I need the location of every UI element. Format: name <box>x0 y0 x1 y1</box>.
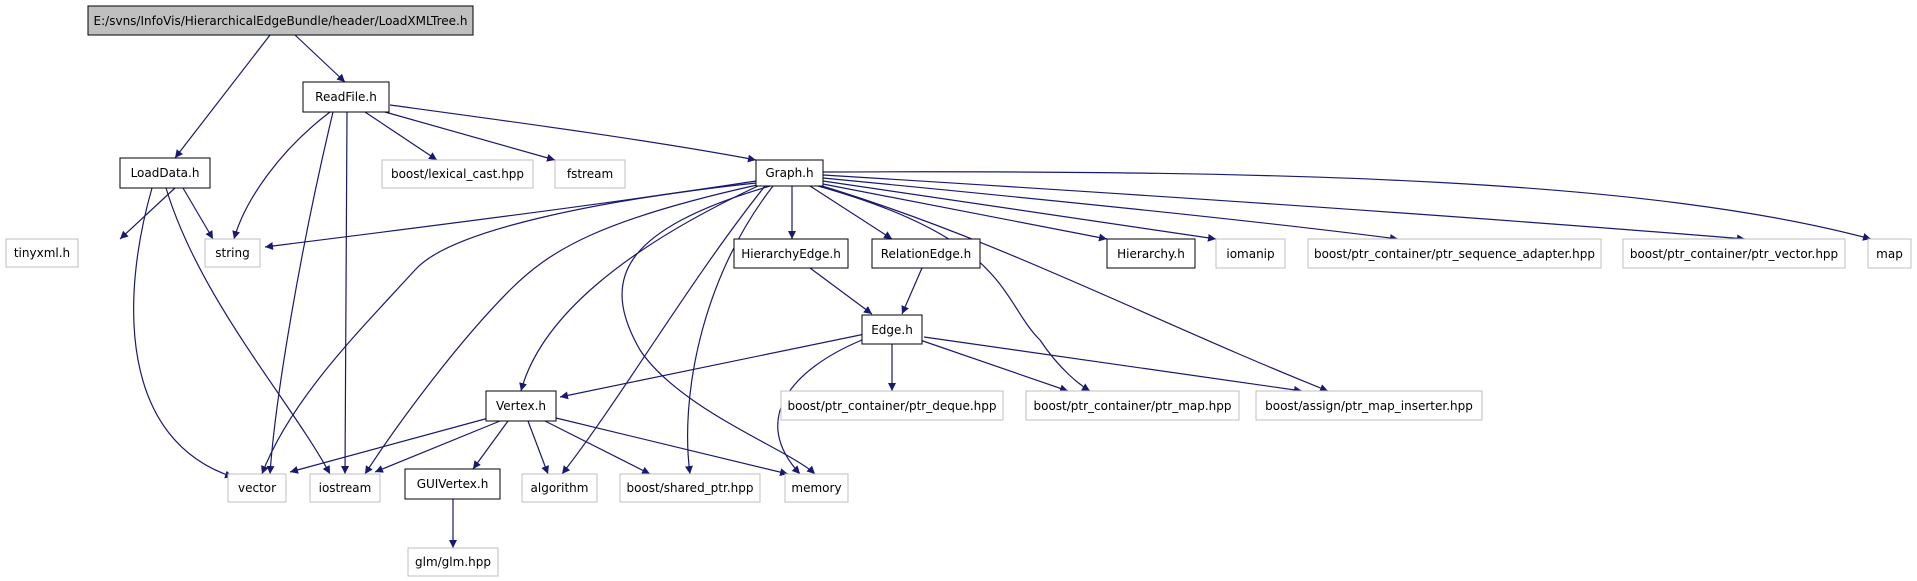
node-readfile[interactable]: ReadFile.h <box>302 81 390 113</box>
edge-graph-sharedptr <box>684 185 774 475</box>
edge-edge-ptrmapins <box>923 336 1303 394</box>
node-sharedptr-label: boost/shared_ptr.hpp <box>627 481 754 495</box>
node-ptrvector[interactable]: boost/ptr_container/ptr_vector.hpp <box>1622 238 1846 269</box>
node-ptrmap[interactable]: boost/ptr_container/ptr_map.hpp <box>1025 390 1240 421</box>
edge-graph-ptrmap <box>817 185 1091 392</box>
edge-edge-ptrmap <box>919 339 1069 393</box>
node-sharedptr[interactable]: boost/shared_ptr.hpp <box>619 473 761 503</box>
node-tinyxml-label: tinyxml.h <box>14 246 70 260</box>
edge-relationedge-edge <box>901 267 923 315</box>
node-readfile-label: ReadFile.h <box>315 90 377 104</box>
edge-graph-algorithm <box>561 185 766 475</box>
node-lexical[interactable]: boost/lexical_cast.hpp <box>381 159 534 189</box>
node-edge[interactable]: Edge.h <box>861 314 923 345</box>
node-ptrmap-label: boost/ptr_container/ptr_map.hpp <box>1033 399 1231 413</box>
node-relationedge-label: RelationEdge.h <box>881 247 971 261</box>
edge-graph-map <box>822 171 1872 241</box>
edge-graph-string <box>264 180 757 250</box>
node-vertex-label: Vertex.h <box>496 399 546 413</box>
node-string[interactable]: string <box>204 238 261 268</box>
edge-graph-iostream <box>364 184 758 475</box>
edge-loaddata-string <box>182 187 214 240</box>
node-relationedge[interactable]: RelationEdge.h <box>871 238 981 269</box>
edge-readfile-lexical <box>364 111 438 161</box>
edge-readfile-graph <box>389 104 757 163</box>
node-root[interactable]: E:/svns/InfoVis/HierarchicalEdgeBundle/h… <box>87 5 474 36</box>
node-map[interactable]: map <box>1867 238 1912 269</box>
node-iomanip[interactable]: iomanip <box>1215 238 1286 269</box>
node-vector-label: vector <box>238 481 276 495</box>
node-ptrvector-label: boost/ptr_container/ptr_vector.hpp <box>1630 247 1838 261</box>
edge-graph-iomanip <box>822 180 1217 242</box>
node-lexical-label: boost/lexical_cast.hpp <box>391 167 524 181</box>
node-memory-label: memory <box>791 481 841 495</box>
edge-graph-vector <box>261 182 757 475</box>
node-ptrseq-label: boost/ptr_container/ptr_sequence_adapter… <box>1314 247 1595 261</box>
edge-graph-ptrmapins <box>821 185 1329 392</box>
node-string-label: string <box>215 246 249 260</box>
node-memory[interactable]: memory <box>784 473 849 503</box>
edge-vertex-vector <box>289 415 497 474</box>
edge-graph-ptrseq <box>822 177 1399 242</box>
edge-graph-memory <box>621 185 816 475</box>
node-hierarchyedge[interactable]: HierarchyEdge.h <box>733 238 849 269</box>
node-loaddata-label: LoadData.h <box>131 166 200 180</box>
node-guivertex-label: GUIVertex.h <box>417 477 489 491</box>
node-tinyxml[interactable]: tinyxml.h <box>5 238 79 268</box>
edge-vertex-sharedptr <box>544 420 651 475</box>
node-vector[interactable]: vector <box>227 473 287 503</box>
node-fstream[interactable]: fstream <box>554 159 626 189</box>
node-ptrseq[interactable]: boost/ptr_container/ptr_sequence_adapter… <box>1307 238 1602 269</box>
node-ptrmapins-label: boost/assign/ptr_map_inserter.hpp <box>1265 399 1473 413</box>
node-root-label: E:/svns/InfoVis/HierarchicalEdgeBundle/h… <box>94 14 468 28</box>
node-graph[interactable]: Graph.h <box>755 159 824 187</box>
edge-root-readfile <box>294 34 346 83</box>
node-fstream-label: fstream <box>567 167 613 181</box>
edge-vertex-iostream <box>374 420 501 473</box>
edge-graph-ptrvector <box>822 174 1746 243</box>
node-loaddata[interactable]: LoadData.h <box>119 157 211 189</box>
node-iostream-label: iostream <box>319 481 372 495</box>
edge-graph-vertex <box>519 184 761 392</box>
node-graph-label: Graph.h <box>765 166 813 180</box>
node-glm[interactable]: glm/glm.hpp <box>407 547 499 577</box>
edge-readfile-iostream <box>341 111 350 475</box>
edge-loaddata-iostream <box>165 187 331 475</box>
node-ptrmapins[interactable]: boost/assign/ptr_map_inserter.hpp <box>1255 390 1483 421</box>
edge-readfile-fstream <box>384 111 556 162</box>
node-ptrdeque[interactable]: boost/ptr_container/ptr_deque.hpp <box>780 390 1004 421</box>
node-glm-label: glm/glm.hpp <box>415 555 491 569</box>
node-map-label: map <box>1876 247 1903 261</box>
node-guivertex[interactable]: GUIVertex.h <box>404 468 501 500</box>
node-edge-label: Edge.h <box>871 323 913 337</box>
edge-graph-hierarchy <box>822 183 1108 242</box>
node-iomanip-label: iomanip <box>1226 247 1274 261</box>
node-algorithm[interactable]: algorithm <box>521 473 598 503</box>
edge-graph-relationedge <box>809 185 893 240</box>
edge-root-loaddata <box>174 34 271 159</box>
edge-vertex-algorithm <box>527 420 549 475</box>
nodes: E:/svns/InfoVis/HierarchicalEdgeBundle/h… <box>5 5 1912 577</box>
node-iostream[interactable]: iostream <box>309 473 381 503</box>
edge-loaddata-tinyxml <box>119 187 176 240</box>
node-hierarchy[interactable]: Hierarchy.h <box>1106 238 1196 269</box>
edge-hierarchyedge-edge <box>809 267 873 315</box>
node-hierarchyedge-label: HierarchyEdge.h <box>741 247 841 261</box>
node-hierarchy-label: Hierarchy.h <box>1117 247 1185 261</box>
edge-readfile-string <box>232 111 331 240</box>
edge-loaddata-vector <box>133 187 234 479</box>
node-vertex[interactable]: Vertex.h <box>485 390 557 422</box>
edge-vertex-memory <box>555 417 789 477</box>
edge-edge-vertex <box>559 333 866 400</box>
node-ptrdeque-label: boost/ptr_container/ptr_deque.hpp <box>788 399 997 413</box>
edges <box>119 34 1872 548</box>
node-algorithm-label: algorithm <box>531 481 589 495</box>
edge-vertex-guivertex <box>472 420 509 470</box>
edge-readfile-vector <box>266 111 334 475</box>
